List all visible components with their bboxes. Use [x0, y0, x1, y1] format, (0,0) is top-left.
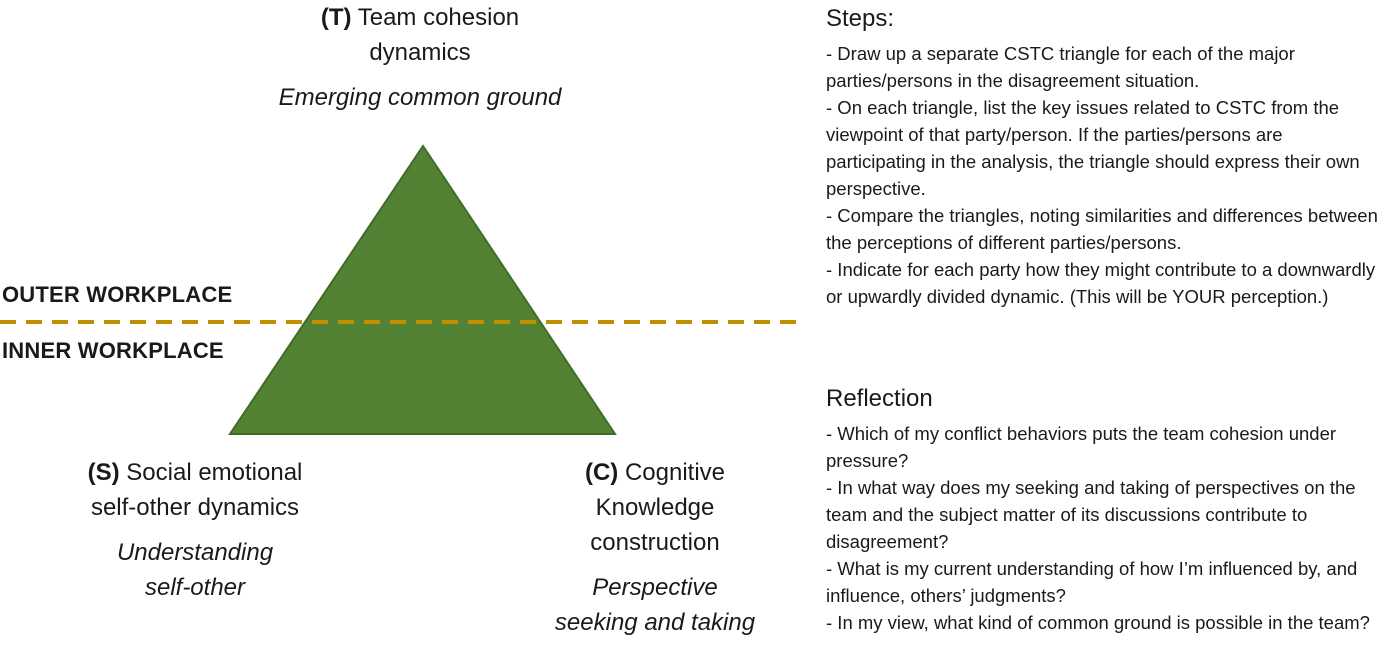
vertex-c-title-line3: construction — [590, 529, 720, 556]
reflection-item: - Which of my conflict behaviors puts th… — [826, 423, 1337, 471]
vertex-c-letter: (C) — [584, 459, 619, 486]
reflection-item: - What is my current understanding of ho… — [826, 558, 1358, 606]
vertex-team-cohesion: (T) Team cohesion dynamics Emerging comm… — [220, 0, 620, 115]
steps-item: - Draw up a separate CSTC triangle for e… — [826, 43, 1295, 91]
reflection-section: Reflection - Which of my conflict behavi… — [826, 384, 1382, 636]
vertex-t-subtitle: Emerging common ground — [278, 84, 562, 111]
vertex-t-title-line2: dynamics — [369, 39, 471, 66]
vertex-c-title: (C) Cognitive — [520, 455, 790, 490]
vertex-c-subtitle: Perspective seeking and taking — [520, 570, 790, 640]
reflection-list: - Which of my conflict behaviors puts th… — [826, 420, 1382, 636]
cstc-triangle — [228, 144, 617, 435]
vertex-t-letter: (T) — [320, 4, 352, 31]
vertex-c-subtitle-line1: Perspective — [592, 574, 718, 601]
steps-item: - On each triangle, list the key issues … — [826, 97, 1360, 199]
reflection-item: - In what way does my seeking and taking… — [826, 477, 1356, 552]
steps-list: - Draw up a separate CSTC triangle for e… — [826, 40, 1382, 310]
vertex-s-letter: (S) — [87, 459, 120, 486]
vertex-c-subtitle-line2: seeking and taking — [554, 609, 756, 636]
vertex-cognitive: (C) Cognitive Knowledge construction Per… — [520, 455, 790, 640]
cstc-diagram — [0, 144, 800, 435]
reflection-title: Reflection — [826, 385, 933, 412]
vertex-s-title: (S) Social emotional — [30, 455, 360, 490]
steps-item: - Indicate for each party how they might… — [826, 259, 1376, 307]
vertex-s-subtitle: Understanding self-other — [30, 535, 360, 605]
vertex-t-title-rest: Team cohesion — [357, 4, 520, 31]
inner-workplace-label: INNER WORKPLACE — [2, 338, 224, 363]
reflection-item: - In my view, what kind of common ground… — [826, 612, 1370, 633]
steps-section: Steps: - Draw up a separate CSTC triangl… — [826, 4, 1382, 310]
vertex-t-title: (T) Team cohesion — [220, 0, 620, 35]
vertex-s-title-rest: Social emotional — [126, 459, 303, 486]
vertex-s-subtitle-line2: self-other — [144, 574, 246, 601]
vertex-c-title-line2: Knowledge — [595, 494, 715, 521]
vertex-social-emotional: (S) Social emotional self-other dynamics… — [30, 455, 360, 605]
vertex-s-title-line2: self-other dynamics — [90, 494, 300, 521]
steps-title: Steps: — [826, 5, 895, 32]
steps-item: - Compare the triangles, noting similari… — [826, 205, 1378, 253]
outer-workplace-label: OUTER WORKPLACE — [2, 282, 233, 307]
vertex-s-subtitle-line1: Understanding — [116, 539, 274, 566]
vertex-c-title-rest: Cognitive — [624, 459, 726, 486]
